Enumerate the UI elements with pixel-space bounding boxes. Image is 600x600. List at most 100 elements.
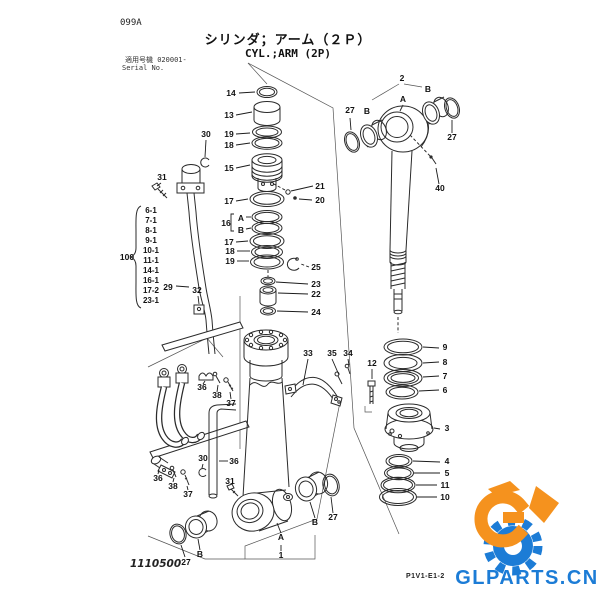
part-ring-24 <box>260 306 276 316</box>
callout-23: 23 <box>311 279 321 289</box>
callout-18-top: 18 <box>224 140 234 150</box>
part-plug-20 <box>293 196 297 200</box>
part-ring-11 <box>380 476 416 494</box>
part-ring-5 <box>384 465 414 481</box>
part-ring-set-16 <box>251 210 283 235</box>
callout-11: 11 <box>441 480 450 490</box>
callout-31-top: 31 <box>157 172 167 182</box>
callout-4: 4 <box>445 456 450 466</box>
callout-1: 1 <box>279 550 284 560</box>
callout-17-upper: 17 <box>224 196 234 206</box>
bolt-31-bottom <box>226 483 239 497</box>
ring-30-top <box>200 157 210 168</box>
callout-38-elbow: 38 <box>168 481 178 491</box>
group-number: 100 <box>120 252 134 262</box>
glparts-logo: GLPARTS.CN <box>455 481 597 589</box>
group-100-item: 16-1 <box>143 276 160 285</box>
part-grease-fitting-40 <box>409 134 437 165</box>
callout-36-clamp: 36 <box>197 382 207 392</box>
group-100-item: 9-1 <box>145 236 157 245</box>
callout-5: 5 <box>445 468 450 478</box>
callout-31-bottom: 31 <box>225 476 235 486</box>
group-100-item: 10-1 <box>143 246 160 255</box>
part-bushing-base-right <box>294 471 329 502</box>
bolt-31-top <box>151 182 168 199</box>
callout-16-b: B <box>238 225 244 235</box>
group-100-item: 17-2 <box>143 286 160 295</box>
group-100-item: 11-1 <box>143 256 159 265</box>
group-100-item: 7-1 <box>145 216 157 225</box>
callout-15: 15 <box>224 163 234 173</box>
callouts: 14 13 19 18 15 30 31 21 20 17 16 A B 17 … <box>153 73 457 567</box>
callout-36-pipe: 36 <box>229 456 239 466</box>
callout-6: 6 <box>443 385 448 395</box>
header: 099A シリンダ；アーム（２Ｐ） CYL.;ARM (2P) 適用号機 020… <box>120 18 445 580</box>
page-code: P1V1-E1-2 <box>406 573 445 580</box>
callout-27-rod-right: 27 <box>447 132 457 142</box>
callout-34: 34 <box>343 348 353 358</box>
bucket-g-icon <box>474 481 559 548</box>
callout-2-b-left: B <box>364 106 370 116</box>
doc-code: 099A <box>120 18 142 28</box>
callout-2: 2 <box>400 73 405 83</box>
part-ring-17-lower <box>249 233 285 249</box>
part-ring-18-top <box>251 136 283 150</box>
clamp-band-33 <box>284 363 351 407</box>
callout-8: 8 <box>443 357 448 367</box>
callout-leaders <box>156 91 453 558</box>
callout-24: 24 <box>311 307 321 317</box>
piston-seal-stack <box>249 86 300 316</box>
pipe-36 <box>208 403 237 499</box>
callout-27-base-left: 27 <box>181 557 191 567</box>
part-rod-shaft <box>389 150 413 333</box>
callout-19-lower: 19 <box>225 256 235 266</box>
ring-30-bottom <box>198 468 207 477</box>
callout-2-b-right: B <box>425 84 431 94</box>
group-100-item: 23-1 <box>143 296 160 305</box>
callout-25: 25 <box>311 262 321 272</box>
part-base-eye <box>231 492 275 532</box>
callout-a-base: A <box>278 532 284 542</box>
callout-40: 40 <box>435 183 445 193</box>
callout-18-lower: 18 <box>225 246 235 256</box>
piping-assembly <box>149 157 250 499</box>
callout-20: 20 <box>315 195 325 205</box>
callout-36-elbow: 36 <box>153 473 163 483</box>
group-100-item: 6-1 <box>145 206 157 215</box>
callout-22: 22 <box>311 289 321 299</box>
callout-10: 10 <box>440 492 450 502</box>
part-ring-14 <box>256 86 278 98</box>
hose-pair <box>155 364 205 448</box>
part-bolt-12 <box>364 380 376 413</box>
figure-number: 1110500 <box>130 558 181 570</box>
callout-17-lower: 17 <box>224 237 234 247</box>
callout-b-base-left: B <box>197 549 203 559</box>
callout-21: 21 <box>315 181 325 191</box>
pipe-29-line2 <box>195 211 216 355</box>
rod-assembly <box>344 83 460 413</box>
callout-37-clamp: 37 <box>226 398 236 408</box>
callout-27-base-right: 27 <box>328 512 338 522</box>
clamp-32 <box>193 304 205 315</box>
callout-3: 3 <box>445 423 450 433</box>
callout-30-top: 30 <box>201 129 211 139</box>
callout-27-rod-left: 27 <box>345 105 355 115</box>
part-plug-21 <box>285 189 291 195</box>
part-gland-3 <box>384 403 434 452</box>
cylinder-tube <box>242 329 290 498</box>
part-bushing-rod-left <box>360 119 387 148</box>
part-ring-23 <box>260 276 276 286</box>
group-100-item: 8-1 <box>145 226 157 235</box>
title-japanese: シリンダ；アーム（２Ｐ） <box>205 32 372 48</box>
part-ring-6 <box>385 384 419 400</box>
part-ring-17-upper <box>249 191 285 207</box>
parts-group-list: 100 6-1 7-1 8-1 9-1 10-1 11-1 14-1 16-1 … <box>120 205 160 309</box>
title-english: CYL.;ARM (2P) <box>245 47 331 60</box>
base-eye-group <box>169 471 340 545</box>
group-100-item: 14-1 <box>143 266 160 275</box>
pipe-end-block <box>176 164 205 194</box>
bolt-34 <box>344 363 350 369</box>
part-bushing-22 <box>259 285 277 307</box>
